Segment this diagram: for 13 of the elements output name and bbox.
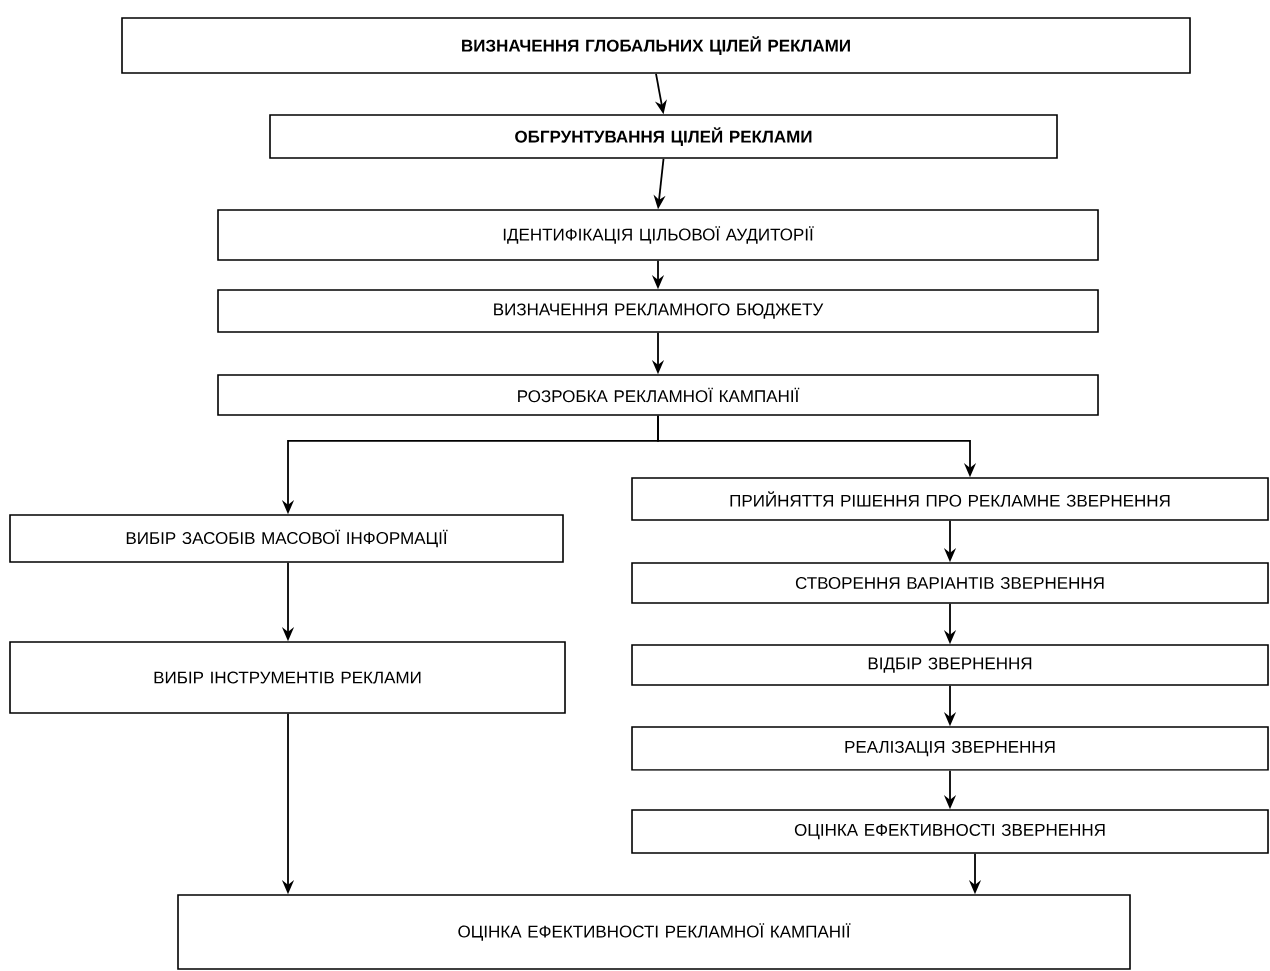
process-box: ОЦІНКА ЕФЕКТИВНОСТІ ЗВЕРНЕННЯ [631,809,1269,854]
process-box: ВІДБІР ЗВЕРНЕННЯ [631,644,1269,686]
process-box: ВИЗНАЧЕННЯ РЕКЛАМНОГО БЮДЖЕТУ [217,289,1099,333]
process-box: РЕАЛІЗАЦІЯ ЗВЕРНЕННЯ [631,726,1269,771]
process-box: ПРИЙНЯТТЯ РІШЕННЯ ПРО РЕКЛАМНЕ ЗВЕРНЕННЯ [631,477,1269,521]
process-box: ВИБІР ІНСТРУМЕНТІВ РЕКЛАМИ [9,641,566,714]
process-box: СТВОРЕННЯ ВАРІАНТІВ ЗВЕРНЕННЯ [631,562,1269,604]
process-box: ОЦІНКА ЕФЕКТИВНОСТІ РЕКЛАМНОЇ КАМПАНІЇ [177,894,1131,970]
process-box: ВИБІР ЗАСОБІВ МАСОВОЇ ІНФОРМАЦІЇ [9,514,564,563]
process-box: ВИЗНАЧЕННЯ ГЛОБАЛЬНИХ ЦІЛЕЙ РЕКЛАМИ [121,17,1191,74]
process-box: ОБГРУНТУВАННЯ ЦІЛЕЙ РЕКЛАМИ [269,114,1058,159]
process-box: ІДЕНТИФІКАЦІЯ ЦІЛЬОВОЇ АУДИТОРІЇ [217,209,1099,261]
process-box: РОЗРОБКА РЕКЛАМНОЇ КАМПАНІЇ [217,374,1099,416]
